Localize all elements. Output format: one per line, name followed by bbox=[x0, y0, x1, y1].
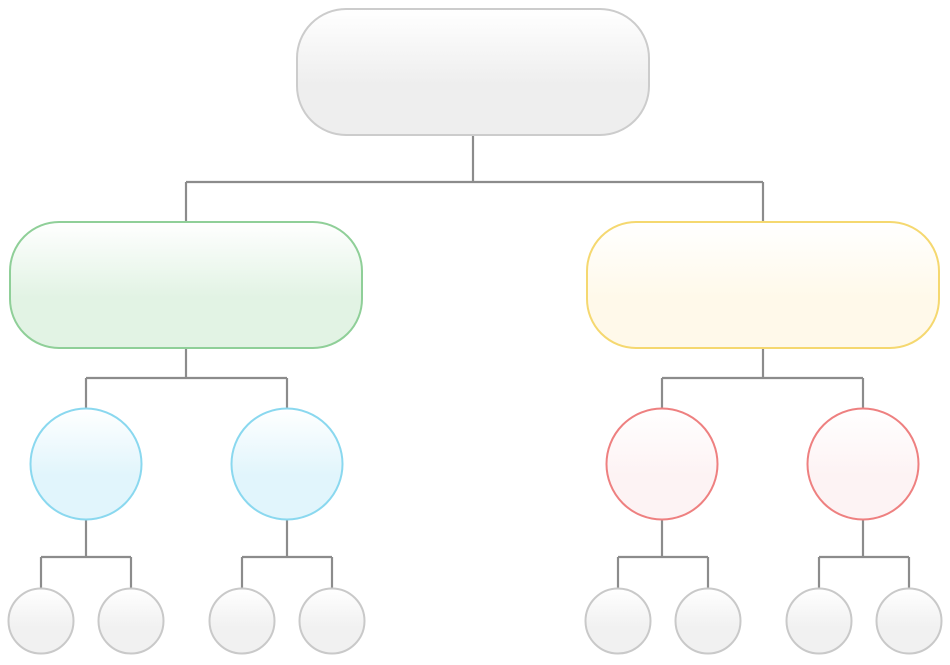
leaf-node-1-circle-shape bbox=[7, 587, 75, 655]
root-node bbox=[296, 8, 650, 136]
leaf-node-3 bbox=[208, 587, 276, 655]
child-node-4-circle-shape bbox=[806, 407, 920, 521]
branch-node-2 bbox=[586, 221, 940, 349]
leaf-node-1 bbox=[7, 587, 75, 655]
leaf-node-8-circle-shape bbox=[875, 587, 943, 655]
child-node-1-circle-shape bbox=[29, 407, 143, 521]
leaf-node-8 bbox=[875, 587, 943, 655]
child-node-2 bbox=[230, 407, 344, 521]
leaf-node-6 bbox=[674, 587, 742, 655]
branch-node-1 bbox=[9, 221, 363, 349]
leaf-node-5-circle-shape bbox=[584, 587, 652, 655]
leaf-node-7-circle-shape bbox=[785, 587, 853, 655]
child-node-1 bbox=[29, 407, 143, 521]
branch-node-2-pill-shape bbox=[586, 221, 940, 349]
root-node-pill-shape bbox=[296, 8, 650, 136]
leaf-node-5 bbox=[584, 587, 652, 655]
child-node-4 bbox=[806, 407, 920, 521]
leaf-node-2-circle-shape bbox=[97, 587, 165, 655]
leaf-node-4-circle-shape bbox=[298, 587, 366, 655]
leaf-node-2 bbox=[97, 587, 165, 655]
leaf-node-4 bbox=[298, 587, 366, 655]
nodes-layer bbox=[7, 8, 943, 655]
branch-node-1-pill-shape bbox=[9, 221, 363, 349]
leaf-node-3-circle-shape bbox=[208, 587, 276, 655]
child-node-3 bbox=[605, 407, 719, 521]
connectors-layer bbox=[39, 135, 911, 589]
child-node-3-circle-shape bbox=[605, 407, 719, 521]
leaf-node-6-circle-shape bbox=[674, 587, 742, 655]
child-node-2-circle-shape bbox=[230, 407, 344, 521]
leaf-node-7 bbox=[785, 587, 853, 655]
